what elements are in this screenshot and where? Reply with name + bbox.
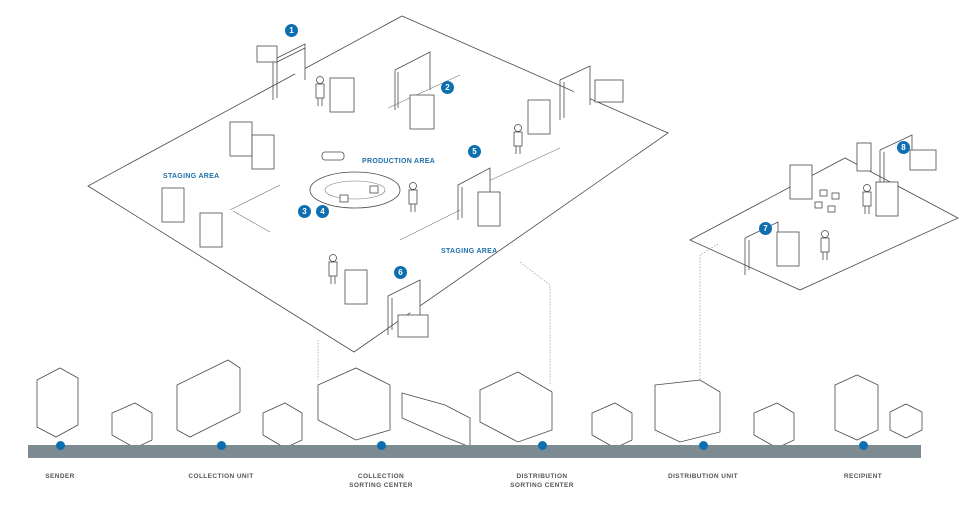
conveyor-icon: [309, 151, 401, 209]
building-icon: [36, 359, 923, 443]
stage-label-sender: SENDER: [45, 473, 75, 480]
step-badge-8: 8: [897, 141, 910, 154]
timeline-node-collection-sorting-center: [377, 441, 386, 450]
step-badge-3: 3: [298, 205, 311, 218]
staging-area-label-right: STAGING AREA: [441, 248, 498, 255]
staging-area-label-left: STAGING AREA: [163, 173, 220, 180]
step-badge-6: 6: [394, 266, 407, 279]
truck-icon: [111, 392, 795, 449]
recipient-floor: [689, 157, 959, 291]
timeline-node-collection-unit: [217, 441, 226, 450]
timeline-node-distribution-unit: [699, 441, 708, 450]
timeline-node-recipient: [859, 441, 868, 450]
parcel-icon: [814, 142, 872, 213]
step-badge-4: 4: [316, 205, 329, 218]
truck-icon: [256, 45, 937, 338]
production-area-label: PRODUCTION AREA: [362, 158, 436, 165]
supply-chain-timeline: [28, 445, 921, 458]
stage-label-recipient: RECIPIENT: [843, 473, 883, 480]
step-badge-2: 2: [441, 81, 454, 94]
timeline-node-sender: [56, 441, 65, 450]
stage-label-distribution-unit: DISTRIBUTION UNIT: [668, 473, 738, 480]
stage-label-collection-unit: COLLECTION UNIT: [188, 473, 254, 480]
connector-lines: [317, 243, 719, 390]
step-badge-5: 5: [468, 145, 481, 158]
step-badge-1: 1: [285, 24, 298, 37]
roll-cage-icon: [161, 77, 899, 305]
person-icon: [315, 76, 872, 284]
timeline-node-distribution-sorting-center: [538, 441, 547, 450]
step-badge-7: 7: [759, 222, 772, 235]
